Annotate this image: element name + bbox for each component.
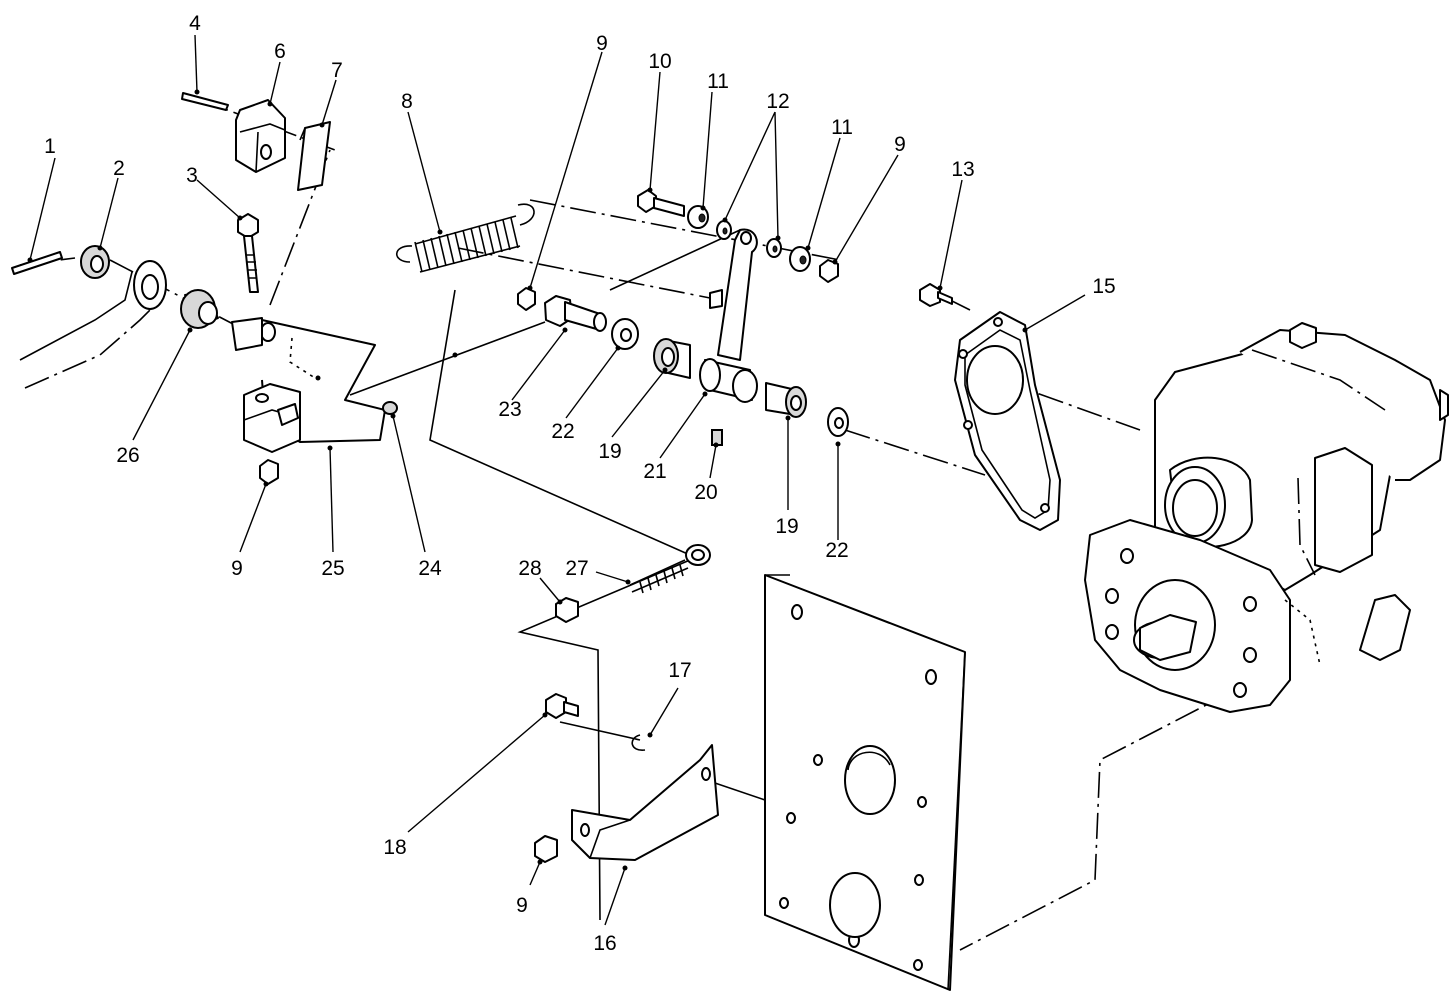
callout-28: 28 <box>518 557 541 580</box>
lock-washer-left <box>716 220 732 240</box>
upper-bolt <box>637 189 685 217</box>
pump-flange <box>1084 456 1321 713</box>
retaining-clip <box>631 734 646 751</box>
mounting-plate <box>764 574 966 991</box>
mount-plate <box>954 311 1061 531</box>
callout-19-left: 19 <box>598 440 621 463</box>
callout-16: 16 <box>593 932 616 955</box>
flange-bushing <box>653 338 691 379</box>
callout-9-right: 9 <box>894 133 906 156</box>
hex-nut <box>259 459 279 485</box>
pin <box>11 251 63 275</box>
callout-9-block: 9 <box>231 557 243 580</box>
callout-8: 8 <box>401 90 413 113</box>
hex-nut-lower <box>534 835 558 863</box>
hex-nut-upper <box>517 287 536 311</box>
callout-22-left: 22 <box>551 420 574 443</box>
eye-bolt <box>629 544 711 594</box>
callout-4: 4 <box>189 12 201 35</box>
callout-20: 20 <box>694 481 717 504</box>
callout-2: 2 <box>113 157 125 180</box>
flat-washer <box>611 318 639 350</box>
callout-15: 15 <box>1092 275 1115 298</box>
control-arm <box>19 260 167 389</box>
callout-labels: 1 2 3 4 6 7 8 9 10 11 12 11 9 13 15 26 2… <box>44 12 1116 955</box>
leader-lines <box>29 34 1086 926</box>
callout-11-right: 11 <box>831 116 853 139</box>
leader-dots <box>27 89 1028 871</box>
callout-22-right: 22 <box>825 539 848 562</box>
washer <box>80 245 110 279</box>
lever-arm <box>699 228 758 403</box>
callout-17: 17 <box>668 659 691 682</box>
callout-24: 24 <box>418 557 442 580</box>
upper-plate <box>297 121 331 191</box>
flat-washer-right <box>827 407 849 437</box>
pivot-block <box>243 383 301 453</box>
callout-26: 26 <box>116 444 139 467</box>
bracket-bolt <box>545 693 579 719</box>
callout-10: 10 <box>648 50 671 73</box>
callout-6: 6 <box>274 40 286 63</box>
callout-11-left: 11 <box>707 70 729 93</box>
spacer-left <box>687 205 709 229</box>
callout-27: 27 <box>565 557 588 580</box>
lower-bracket <box>571 744 719 861</box>
callout-1: 1 <box>44 135 56 158</box>
callout-23: 23 <box>498 398 521 421</box>
callout-18: 18 <box>383 836 406 859</box>
spacer-right <box>789 246 811 272</box>
extension-spring <box>395 203 535 273</box>
callout-19-right: 19 <box>775 515 798 538</box>
flange-bushing-right <box>765 382 807 418</box>
hex-nut-right <box>819 259 839 283</box>
shoulder-bolt <box>544 295 607 332</box>
callout-21: 21 <box>643 460 666 483</box>
callout-25: 25 <box>321 557 344 580</box>
small-nut <box>382 401 398 415</box>
center-lines <box>19 97 1236 951</box>
callout-9-upper: 9 <box>596 32 608 55</box>
bolt <box>237 213 259 293</box>
callout-13: 13 <box>951 158 974 181</box>
callout-7: 7 <box>331 59 343 82</box>
upper-block <box>235 99 286 173</box>
mount-bolt <box>919 283 953 307</box>
lock-washer-right <box>766 238 782 258</box>
callout-12: 12 <box>766 90 789 113</box>
grease-fitting <box>711 429 723 446</box>
bushing <box>180 289 219 329</box>
callout-3: 3 <box>186 164 198 187</box>
callout-9-lower: 9 <box>516 894 528 917</box>
cotter-pin <box>181 92 229 111</box>
